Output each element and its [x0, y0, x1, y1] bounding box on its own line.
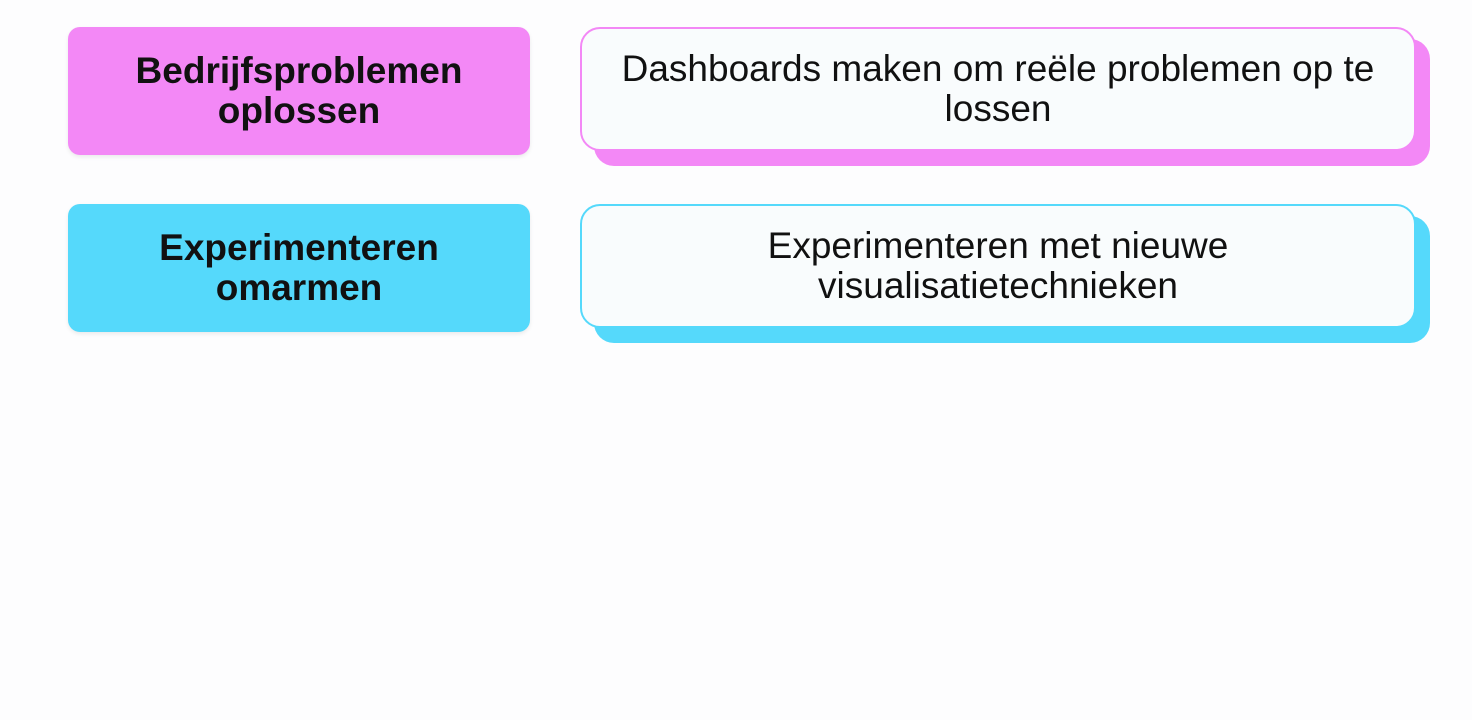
description-experimenting: Experimenteren met nieuwe visualisatiete…: [767, 225, 1229, 306]
label-box-business-problems: Bedrijfsproblemen oplossen: [68, 27, 530, 155]
label-business-problems: Bedrijfsproblemen oplossen: [135, 50, 463, 131]
row-business-problems: Bedrijfsproblemen oplossen Dashboards ma…: [0, 26, 1472, 166]
description-box-experimenting: Experimenteren met nieuwe visualisatiete…: [580, 204, 1416, 328]
label-box-experimenting: Experimenteren omarmen: [68, 204, 530, 332]
description-business-problems: Dashboards maken om reële problemen op t…: [621, 48, 1375, 129]
row-experimenting: Experimenteren omarmen Experimenteren me…: [0, 203, 1472, 343]
label-experimenting: Experimenteren omarmen: [159, 227, 439, 308]
description-box-business-problems: Dashboards maken om reële problemen op t…: [580, 27, 1416, 151]
